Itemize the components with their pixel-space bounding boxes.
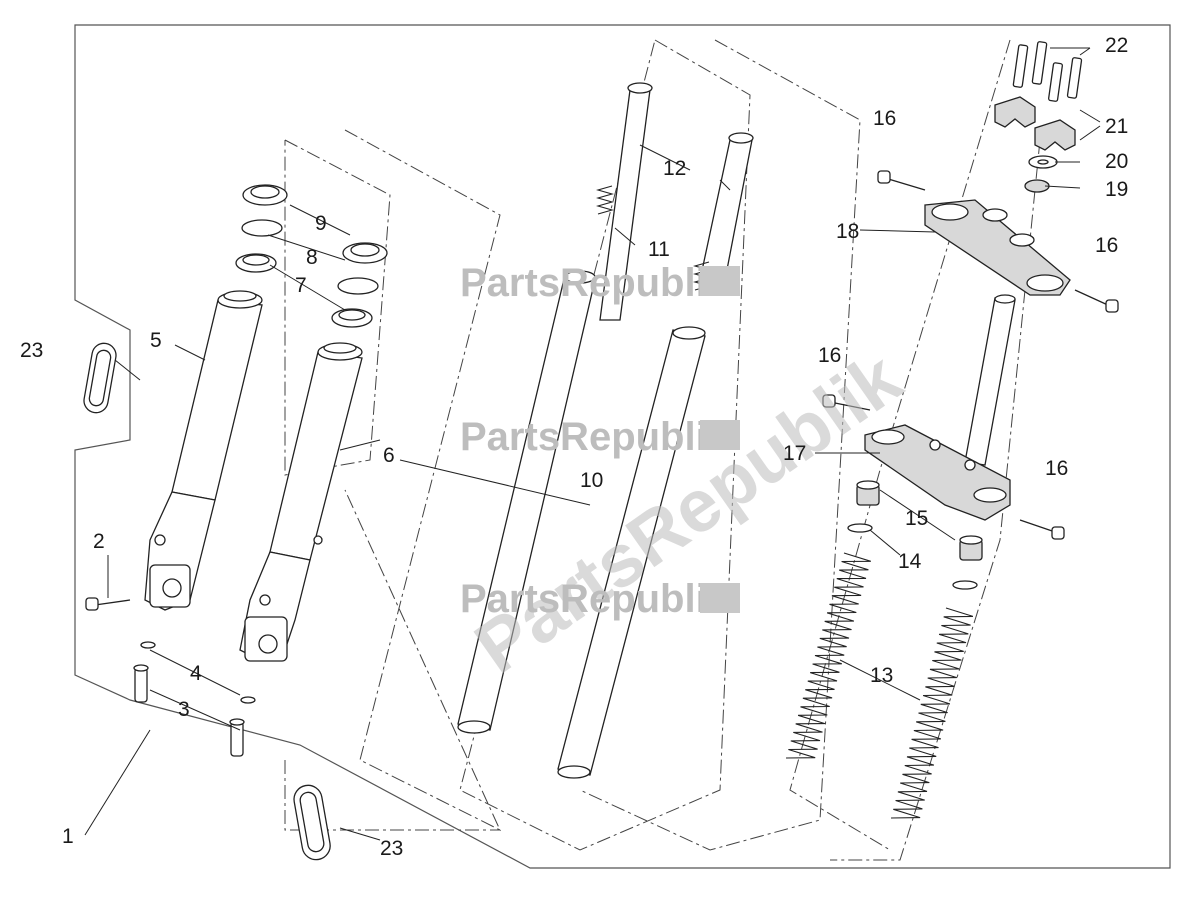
oil-seal-left — [235, 253, 277, 273]
callout-14: 14 — [898, 550, 922, 573]
callout-10: 10 — [580, 469, 603, 492]
callout-19: 19 — [1105, 178, 1128, 201]
guide-left-fork — [284, 139, 391, 476]
callout-23-left: 23 — [20, 339, 43, 362]
callout-2: 2 — [93, 530, 105, 553]
callout-13: 13 — [870, 664, 893, 687]
riser-bolt-1 — [1012, 44, 1029, 88]
riser-bolt-4 — [1066, 57, 1083, 99]
o-ring-left — [847, 523, 873, 533]
rebound-spring — [595, 185, 615, 215]
callout-1: 1 — [62, 825, 74, 848]
diagram-frame — [74, 24, 1171, 869]
handlebar-riser-upper — [994, 96, 1036, 128]
watermark-middle: PartsRepublik — [460, 415, 730, 459]
fork-spring-right — [890, 607, 974, 819]
rubber-pad-bottom — [293, 784, 331, 861]
circlip-left — [241, 219, 283, 237]
damper-rod-right — [699, 132, 754, 281]
circlip-right — [337, 277, 379, 295]
guide-steering-right — [830, 139, 1041, 861]
callout-7: 7 — [295, 274, 307, 297]
steering-washer — [1028, 155, 1058, 169]
callout-6: 6 — [383, 444, 395, 467]
copper-washer-left — [140, 641, 156, 649]
left-fork-leg — [144, 290, 263, 611]
bottom-bolt-right — [229, 718, 245, 757]
callout-15: 15 — [905, 507, 928, 530]
fork-cap-left — [856, 480, 880, 506]
guide-right-fork — [344, 129, 502, 832]
pinch-bolt-upper-left — [877, 170, 926, 191]
oil-seal-right — [331, 308, 373, 328]
guide-inner-tube-b — [579, 39, 861, 851]
pinch-bolt-lower-left — [822, 394, 871, 411]
lower-triple-clamp — [864, 294, 1016, 521]
pinch-bolt-lower-right — [1019, 519, 1065, 540]
inner-tube-left — [457, 270, 596, 734]
callout-3: 3 — [178, 698, 190, 721]
callout-18: 18 — [836, 220, 859, 243]
riser-bolt-3 — [1048, 62, 1063, 102]
callout-21: 21 — [1105, 115, 1128, 138]
bottom-bolt-left — [133, 664, 149, 703]
callout-labels: 1 2 3 4 5 6 7 8 9 10 11 12 13 14 15 16 1… — [20, 34, 1128, 860]
leader-lines — [84, 47, 1101, 841]
callout-16-lower-left: 16 — [818, 344, 841, 367]
dust-cap-left — [242, 184, 288, 206]
o-ring-right — [952, 580, 978, 590]
pinch-bolt-upper-right — [1074, 289, 1119, 313]
callout-4: 4 — [190, 662, 202, 685]
right-fork-leg — [239, 342, 363, 662]
dust-cap-right — [342, 242, 388, 264]
callout-8: 8 — [306, 246, 318, 269]
guide-inner-tube-a — [459, 39, 751, 851]
watermark-gear-icon — [700, 266, 740, 613]
guide-lower-left — [284, 760, 500, 831]
rubber-pad-left — [83, 342, 117, 414]
watermark-bottom: PartsRepublik — [460, 577, 730, 621]
watermark-top: PartsRepublik — [460, 261, 730, 305]
callout-5: 5 — [150, 329, 162, 352]
callout-22: 22 — [1105, 34, 1128, 57]
fork-cap-right — [959, 535, 983, 561]
callout-17: 17 — [783, 442, 806, 465]
callout-16-upper-left: 16 — [873, 107, 896, 130]
callout-12: 12 — [663, 157, 686, 180]
callout-23-bottom: 23 — [380, 837, 403, 860]
callout-16-upper-right: 16 — [1095, 234, 1118, 257]
clamp-bolt — [85, 597, 131, 611]
callout-9: 9 — [315, 212, 327, 235]
callout-20: 20 — [1105, 150, 1128, 173]
callout-16-lower-right: 16 — [1045, 457, 1068, 480]
damper-rod-left — [599, 82, 653, 321]
callout-11: 11 — [648, 238, 670, 261]
inner-tube-right — [557, 326, 706, 779]
handlebar-riser-lower — [1034, 119, 1076, 151]
copper-washer-right — [240, 696, 256, 704]
riser-bolt-2 — [1031, 41, 1048, 85]
fork-spring-left — [785, 552, 871, 759]
upper-triple-clamp — [924, 199, 1071, 296]
